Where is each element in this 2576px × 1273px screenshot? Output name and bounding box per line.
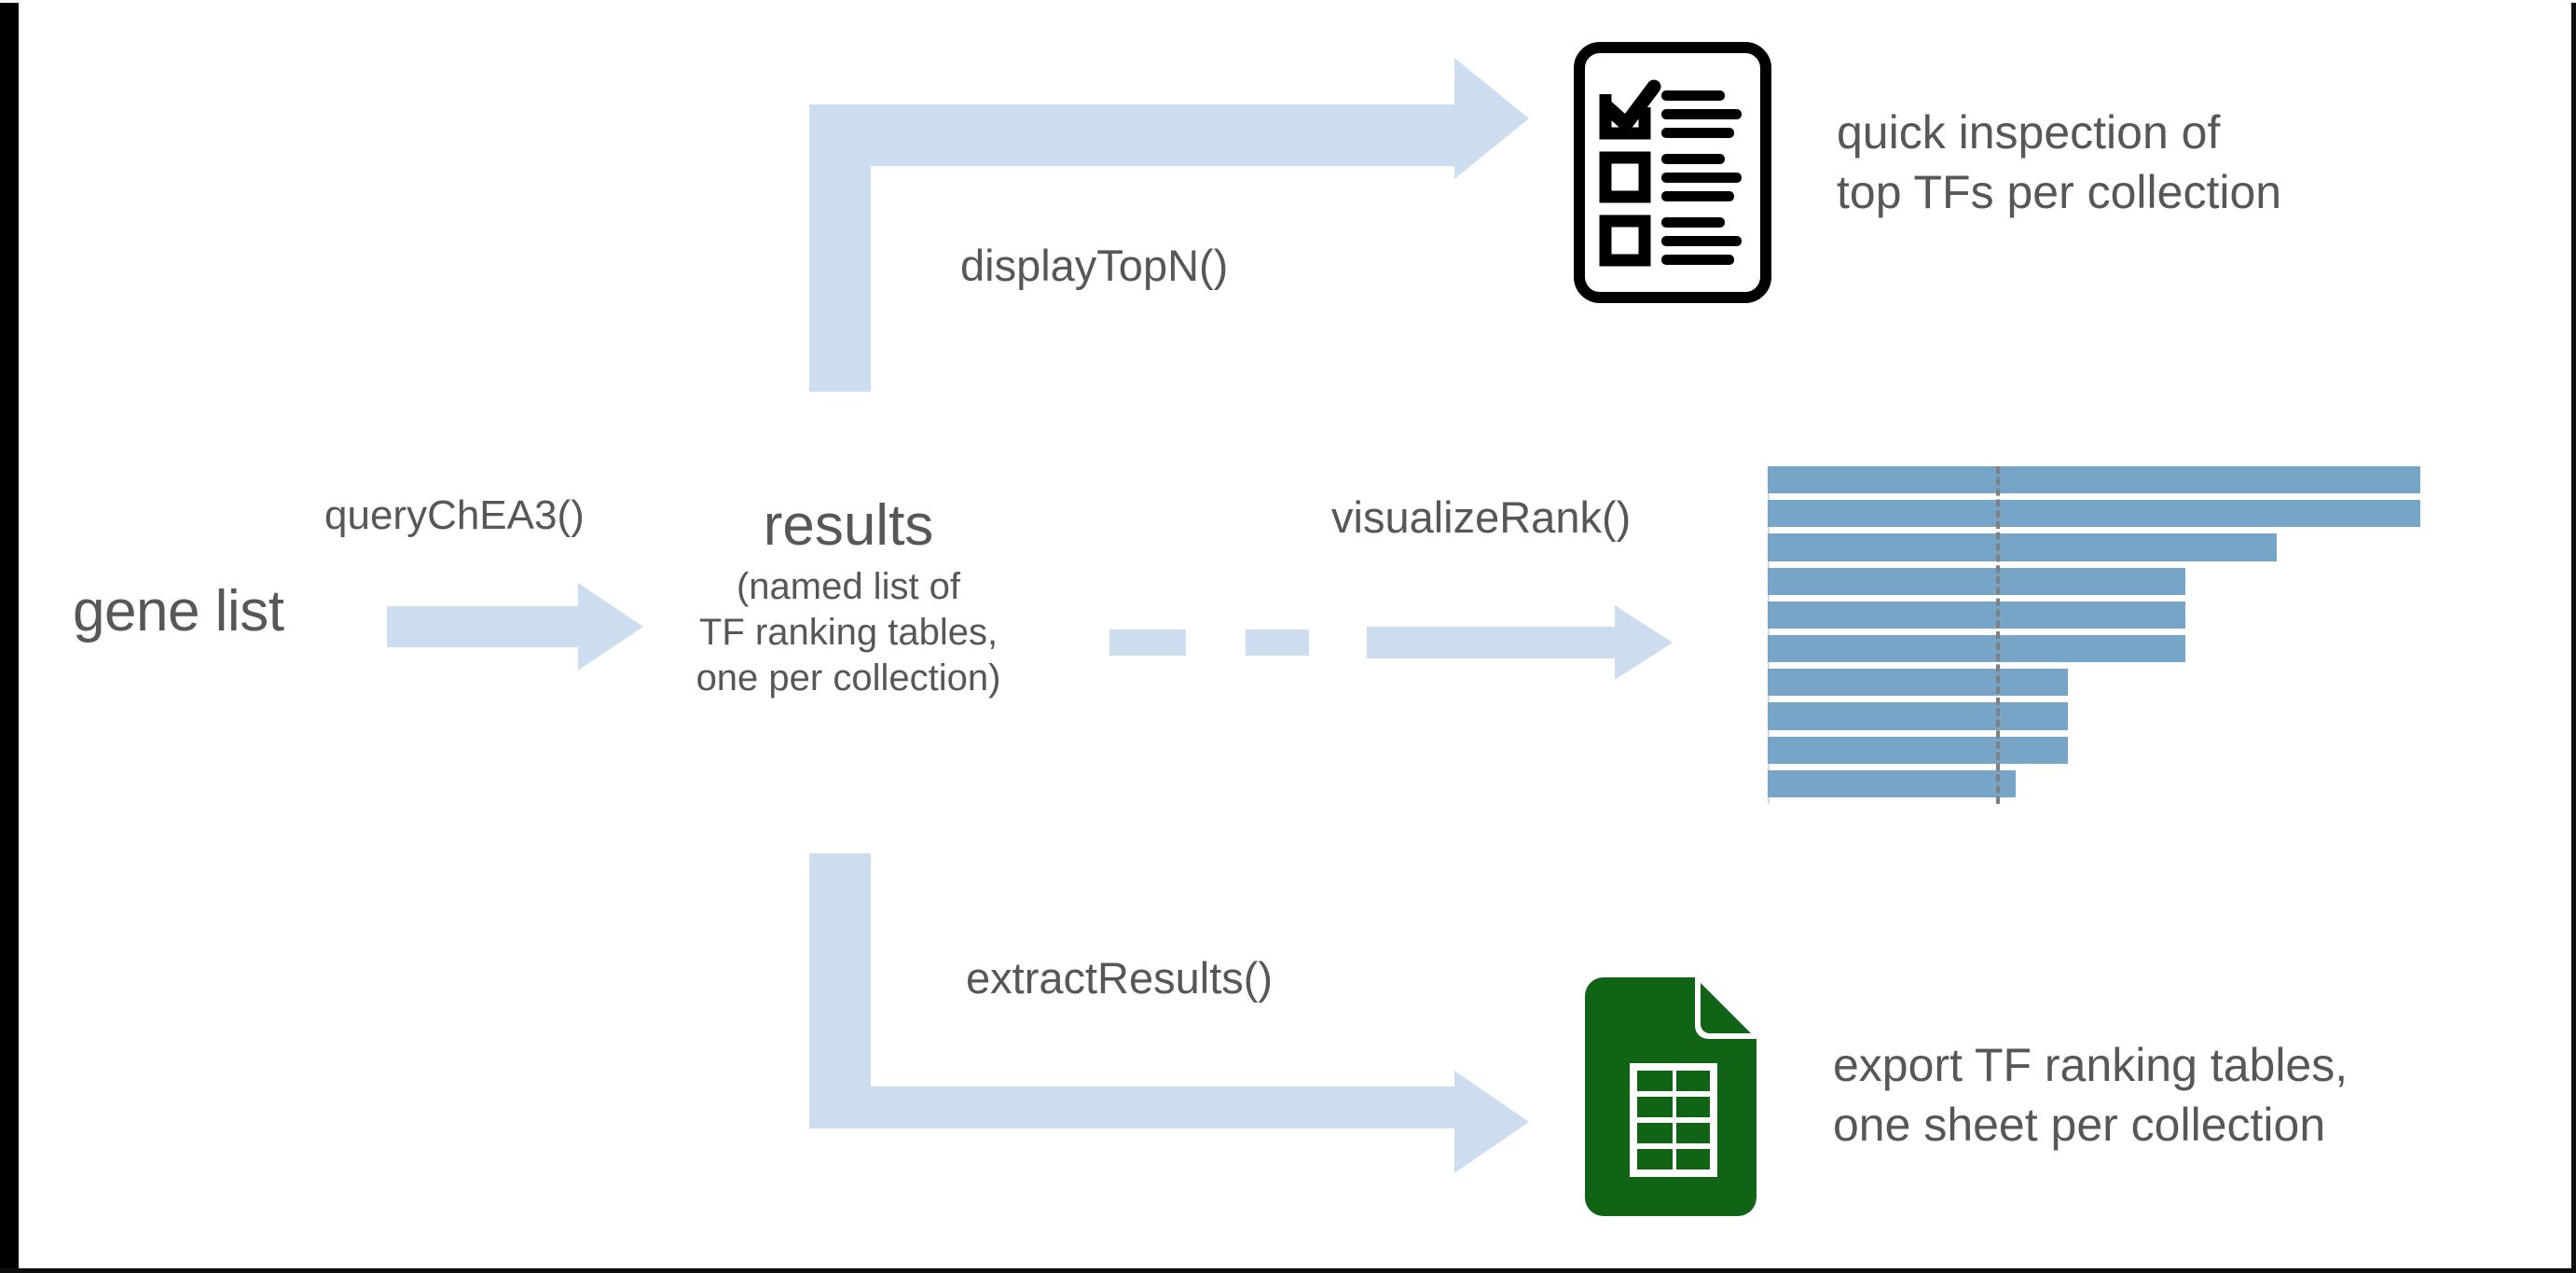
results-node-title: results xyxy=(763,493,934,558)
arrow-query-chea3 xyxy=(387,583,643,671)
chart-bar xyxy=(1768,466,2420,494)
frame-edge-top xyxy=(0,0,2576,3)
frame-edge-left xyxy=(0,0,19,1273)
spreadsheet-document-icon xyxy=(1585,977,1756,1216)
output-label-quick-inspection: quick inspection of top TFs per collecti… xyxy=(1837,106,2282,218)
chart-bar xyxy=(1768,567,2185,595)
frame-edge-right xyxy=(2571,0,2576,1273)
arrow-extract-results xyxy=(809,853,1529,1173)
chart-bar xyxy=(1768,500,2420,528)
arrow-visualize-rank xyxy=(1367,605,1673,680)
arrow-dash-segment-2 xyxy=(1246,630,1309,656)
chart-bar xyxy=(1768,769,2016,797)
output-label-export-tables: export TF ranking tables, one sheet per … xyxy=(1833,1039,2349,1151)
chart-bar xyxy=(1768,635,2185,663)
chart-threshold-dashed-line xyxy=(1996,466,2000,804)
checklist-document-icon xyxy=(1574,42,1771,303)
results-node-subtitle: (named list of TF ranking tables, one pe… xyxy=(696,566,1001,699)
arrow-display-top-n xyxy=(809,58,1529,392)
function-label-query-chea3: queryChEA3() xyxy=(324,492,585,538)
function-label-visualize-rank: visualizeRank() xyxy=(1331,492,1632,542)
function-label-display-top-n: displayTopN() xyxy=(960,241,1229,290)
chart-bar xyxy=(1768,601,2185,629)
input-node-label: gene list xyxy=(73,579,284,643)
chart-bar xyxy=(1768,669,2068,697)
chart-bar xyxy=(1768,533,2277,561)
function-label-extract-results: extractResults() xyxy=(966,953,1274,1003)
chart-bar xyxy=(1768,702,2068,730)
chart-bar xyxy=(1768,736,2068,764)
horizontal-bar-chart xyxy=(1768,466,2420,804)
frame-edge-bottom xyxy=(0,1268,2576,1273)
arrow-dash-segment-1 xyxy=(1109,630,1186,656)
